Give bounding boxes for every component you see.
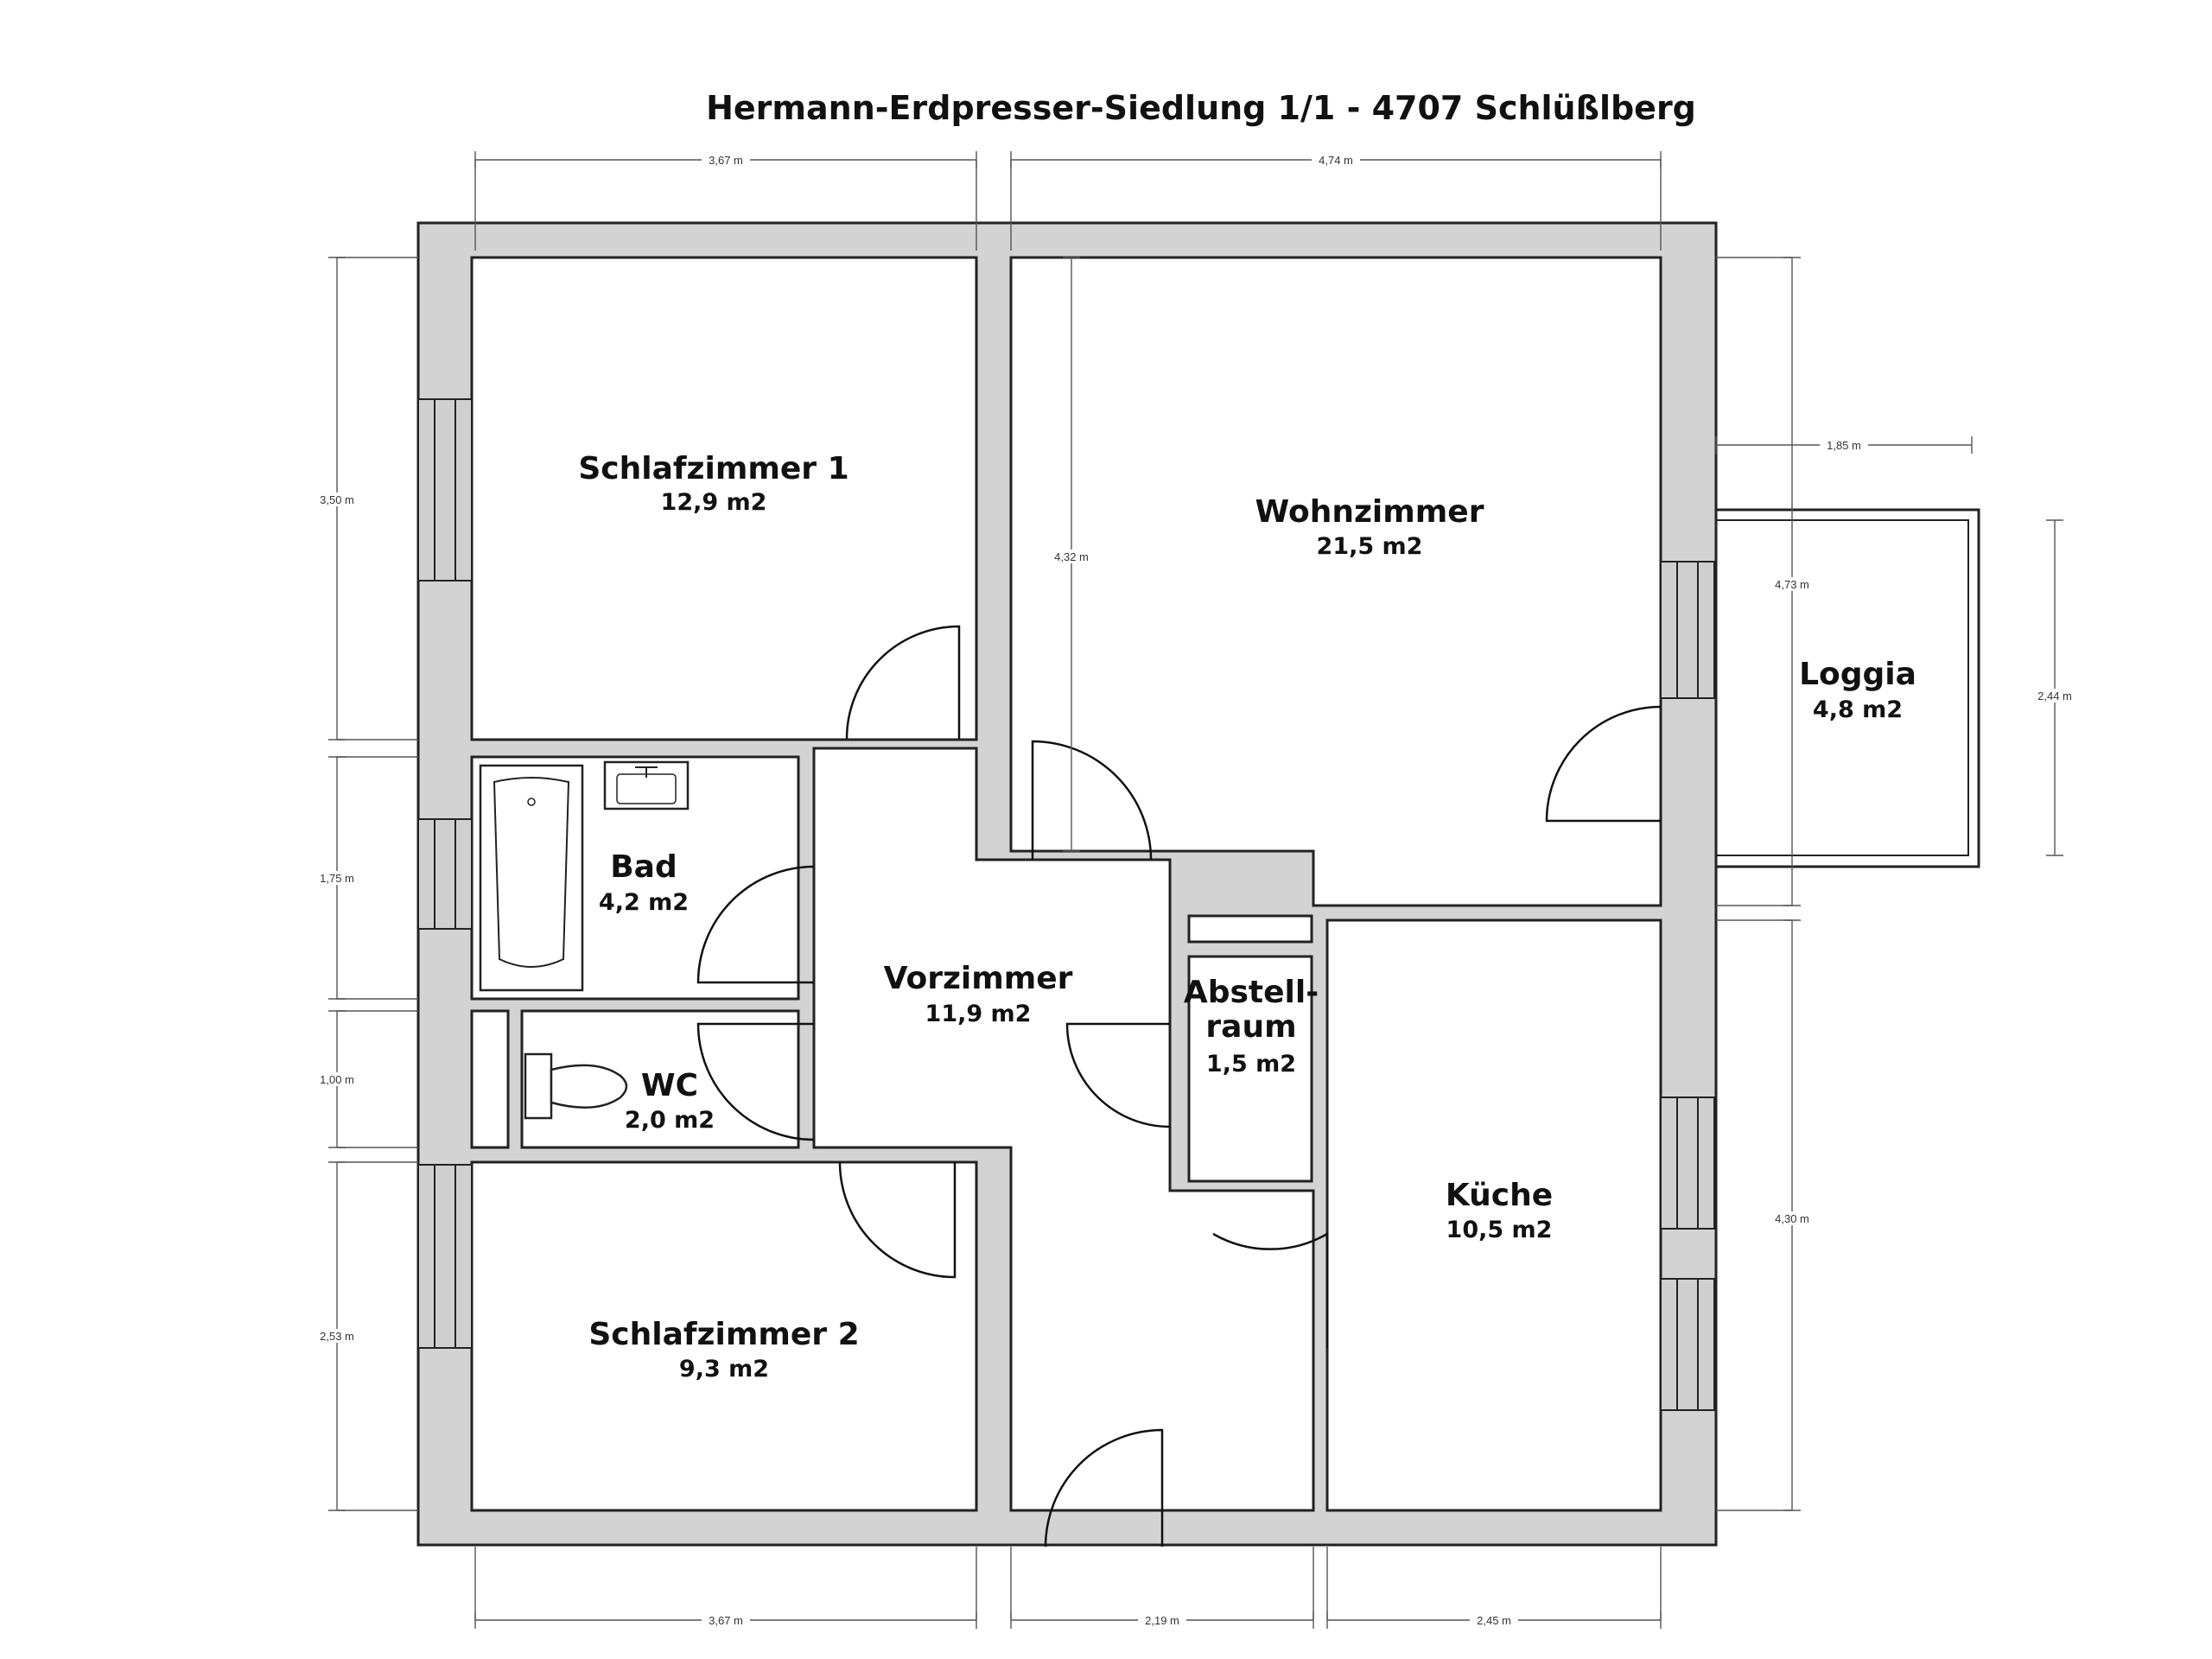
dim-top-right: 4,74 m [1319,154,1353,167]
bathtub [479,764,584,992]
room-area-schlafzimmer1: 12,9 m2 [661,489,767,516]
room-name-abstellraum-line1: Abstell- [1184,975,1319,1010]
dim-right-upper: 4,73 m [1775,578,1809,591]
room-name-vorzimmer: Vorzimmer [884,961,1073,996]
room-name-abstellraum-line2: raum [1205,1009,1296,1045]
room-name-kueche: Küche [1446,1178,1553,1213]
dim-left-wc: 1,00 m [320,1073,354,1086]
dim-wohnzimmer-height: 4,32 m [1054,550,1089,563]
room-kueche-floor [1325,918,1662,1512]
window-kueche-2 [1660,1278,1715,1411]
plan-title: Hermann-Erdpresser-Siedlung 1/1 - 4707 S… [706,89,1696,127]
dim-left-schlafzimmer1: 3,50 m [320,493,354,506]
window-schlafzimmer1 [417,398,473,582]
room-name-wc: WC [641,1068,698,1103]
room-schlafzimmer1-floor [470,256,978,741]
room-name-schlafzimmer2: Schlafzimmer 2 [588,1317,859,1352]
window-wohnzimmer [1660,561,1715,699]
window-bad [417,818,473,930]
toilet [524,1052,628,1120]
room-area-loggia: 4,8 m2 [1813,696,1903,723]
dim-left-bad: 1,75 m [320,872,354,885]
room-area-vorzimmer: 11,9 m2 [925,1001,1032,1027]
room-name-wohnzimmer: Wohnzimmer [1255,494,1484,530]
room-area-bad: 4,2 m2 [599,889,689,916]
dim-left-schlafzimmer2: 2,53 m [320,1330,354,1343]
dim-loggia-height: 2,44 m [2037,690,2072,702]
dim-right-lower: 4,30 m [1775,1212,1809,1225]
door-kueche [1212,1231,1329,1348]
room-wohnzimmer-floor [1009,256,1662,907]
door-bad [696,865,815,984]
dimension-labels: 3,67 m 4,74 m 1,85 m 3,50 m 1,75 m 1,00 … [313,153,2079,1627]
room-name-bad: Bad [610,849,677,885]
room-vorzimmer-floor [812,747,1315,1512]
room-area-wohnzimmer: 21,5 m2 [1317,533,1423,560]
door-schlafzimmer1 [845,625,961,740]
sink [603,760,690,810]
door-loggia [1545,705,1662,823]
room-area-wc: 2,0 m2 [625,1107,715,1134]
dim-bottom-right: 2,45 m [1477,1614,1511,1627]
room-name-schlafzimmer1: Schlafzimmer 1 [578,451,849,486]
dim-top-left: 3,67 m [709,154,743,167]
windows [417,398,1715,1411]
dim-bottom-middle: 2,19 m [1145,1614,1179,1627]
room-name-loggia: Loggia [1799,657,1916,692]
door-wc [696,1022,815,1141]
room-area-abstellraum: 1,5 m2 [1206,1051,1296,1077]
dim-bottom-left: 3,67 m [709,1614,743,1627]
door-abstellraum [1065,1022,1171,1128]
door-wohnzimmer [1031,740,1153,861]
door-entrance [1044,1428,1164,1548]
room-abstellraum-floor [1187,955,1313,1183]
window-kueche-1 [1660,1096,1715,1230]
window-schlafzimmer2 [417,1164,473,1349]
wc-side-niche [470,1009,510,1149]
abstell-shelf [1187,914,1313,944]
loggia-railing [1716,519,1969,856]
doors [696,625,1662,1548]
room-labels: Schlafzimmer 1 12,9 m2 Wohnzimmer 21,5 m… [578,451,1916,1382]
dim-loggia-width: 1,85 m [1827,439,1861,452]
room-area-kueche: 10,5 m2 [1446,1217,1553,1243]
door-schlafzimmer2 [838,1161,957,1279]
loggia-floor [1714,508,1980,868]
room-area-schlafzimmer2: 9,3 m2 [679,1356,769,1382]
room-schlafzimmer2-floor [470,1160,978,1512]
